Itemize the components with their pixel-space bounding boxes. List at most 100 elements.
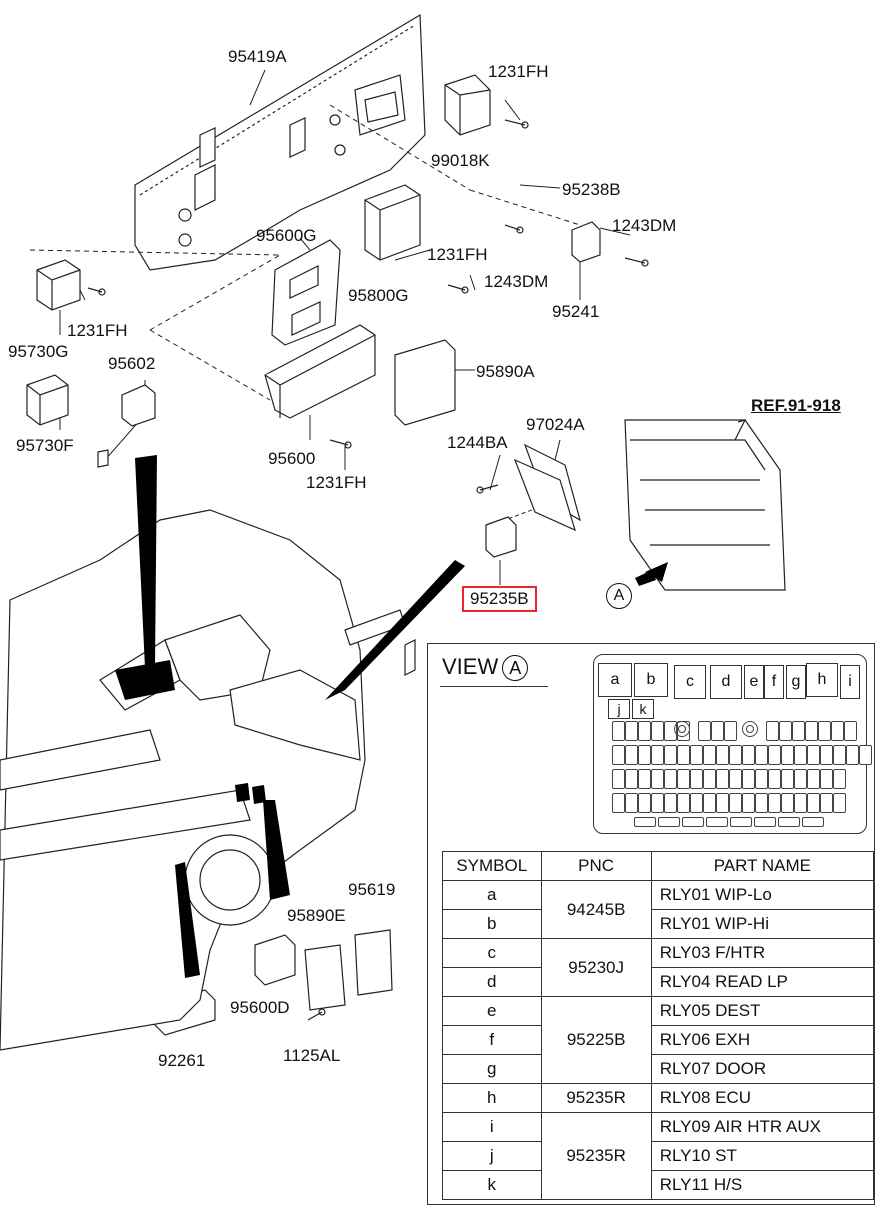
fuse-tab [706, 817, 728, 827]
fuse-cell [664, 793, 677, 813]
fuse-cell [833, 769, 846, 789]
table-header-row: SYMBOL PNC PART NAME [442, 851, 875, 881]
relay-slot-g: g [786, 665, 806, 699]
label-95730G: 95730G [8, 342, 69, 361]
fuse-cell [807, 793, 820, 813]
label-99018K: 99018K [431, 151, 490, 170]
label-95730F: 95730F [16, 436, 74, 455]
row-symbol: a [442, 880, 542, 910]
fuse-cell [794, 793, 807, 813]
table-row: k RLY11 H/S [442, 1170, 875, 1200]
view-a-marker: A [606, 583, 632, 609]
row-symbol: e [442, 996, 542, 1026]
fuse-cell [820, 793, 833, 813]
fuse-cell [724, 721, 737, 741]
row-pnc: 95235R [540, 1083, 652, 1113]
label-1231FH-left: 1231FH [67, 321, 128, 340]
view-title-text: VIEW [442, 654, 499, 679]
relay-slot-h: h [806, 663, 838, 697]
table-row: d RLY04 READ LP [442, 967, 875, 997]
fuse-cell [625, 793, 638, 813]
label-95600: 95600 [268, 449, 316, 468]
table-row: j RLY10 ST [442, 1141, 875, 1171]
fuse-cell [625, 769, 638, 789]
vehicle-dashboard [0, 509, 416, 1051]
row-symbol: d [442, 967, 542, 997]
row-symbol: h [442, 1083, 542, 1113]
table-row: a 94245B RLY01 WIP-Lo [442, 880, 875, 939]
label-1231FH-bottom: 1231FH [306, 473, 367, 492]
label-1231FH-mid: 1231FH [427, 245, 488, 264]
label-95235B-highlighted[interactable]: 95235B [462, 586, 537, 612]
label-95890A: 95890A [476, 362, 535, 381]
fuse-cell [716, 793, 729, 813]
label-95600G: 95600G [256, 226, 317, 245]
fuse-cell [820, 745, 833, 765]
row-symbol: c [442, 938, 542, 968]
fuse-cell [755, 769, 768, 789]
label-95238B: 95238B [562, 180, 621, 199]
label-ref-91-918[interactable]: REF.91-918 [751, 396, 841, 415]
row-part-name: RLY03 F/HTR [650, 938, 875, 968]
row-part-name: RLY11 H/S [650, 1170, 875, 1200]
row-part-name: RLY01 WIP-Lo [650, 880, 875, 910]
fuse-cell [742, 769, 755, 789]
label-95419A: 95419A [228, 47, 287, 66]
fuse-cell [612, 793, 625, 813]
fuse-cell [664, 745, 677, 765]
header-pnc: PNC [540, 851, 652, 881]
relay-modules [26, 74, 786, 1036]
header-symbol: SYMBOL [442, 851, 542, 881]
fuse-cell [625, 745, 638, 765]
row-part-name: RLY04 READ LP [650, 967, 875, 997]
row-pnc: 95230J [540, 938, 652, 997]
table-row: g RLY07 DOOR [442, 1054, 875, 1084]
view-title-underline [440, 686, 548, 687]
label-95600D: 95600D [230, 998, 290, 1017]
row-symbol: j [442, 1141, 542, 1171]
fuse-cell [742, 793, 755, 813]
fuse-cell [755, 745, 768, 765]
table-row: e 95225B RLY05 DEST [442, 996, 875, 1084]
fuse-cell [729, 793, 742, 813]
fuse-cell [677, 769, 690, 789]
fuse-cell [766, 721, 779, 741]
relay-slot-c: c [674, 665, 706, 699]
fuse-cell [677, 793, 690, 813]
fuse-cell [664, 769, 677, 789]
fuse-cell [638, 745, 651, 765]
row-pnc: 95235R [540, 1112, 652, 1200]
fuse-cell [703, 793, 716, 813]
fuse-cell [831, 721, 844, 741]
fuse-cell [729, 769, 742, 789]
fuse-cell [833, 745, 846, 765]
fuse-cell [805, 721, 818, 741]
relay-slot-d: d [710, 665, 742, 699]
fuse-cell [698, 721, 711, 741]
relay-slot-f: f [764, 665, 784, 699]
fuse-cell [711, 721, 724, 741]
fuse-cell [833, 793, 846, 813]
fuse-cell [781, 793, 794, 813]
fuse-cell [844, 721, 857, 741]
row-pnc: 95225B [540, 996, 652, 1084]
label-95890E: 95890E [287, 906, 346, 925]
fuse-cell [729, 745, 742, 765]
relay-slot-k: k [632, 699, 654, 719]
fuse-cell [846, 745, 859, 765]
row-part-name: RLY10 ST [650, 1141, 875, 1171]
relay-slot-b: b [634, 663, 668, 697]
relay-slot-j: j [608, 699, 630, 719]
fuse-cell [755, 793, 768, 813]
view-letter-circle: A [502, 655, 529, 681]
parts-table: SYMBOL PNC PART NAME a 94245B RLY01 WIP-… [442, 851, 875, 1200]
fuse-cell [716, 745, 729, 765]
fuse-tab [682, 817, 704, 827]
fuse-cell [612, 769, 625, 789]
fuse-tab [730, 817, 752, 827]
label-95800G: 95800G [348, 286, 409, 305]
relay-box-layout: a b c d e f g h i j k [593, 654, 872, 834]
fuse-tab [778, 817, 800, 827]
